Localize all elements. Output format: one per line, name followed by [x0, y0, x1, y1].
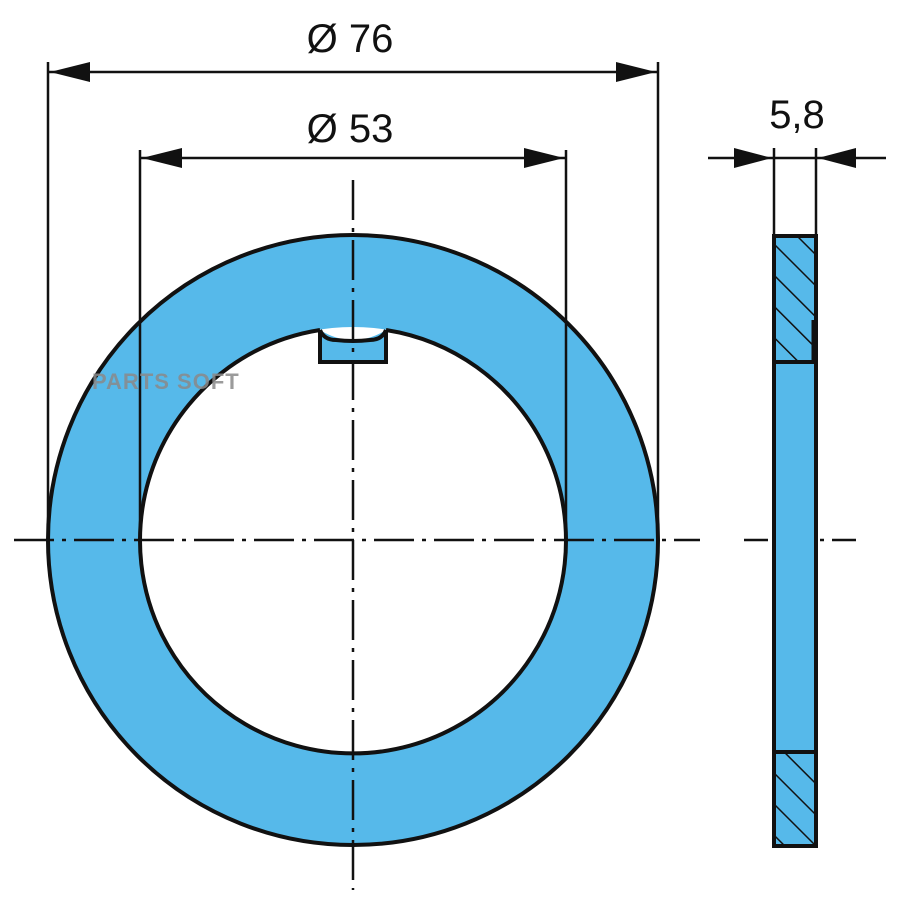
thickness-label: 5,8 — [769, 93, 825, 137]
thickness-dimension — [708, 148, 886, 236]
side-view-section — [772, 234, 818, 848]
outer-diameter-label: Ø 76 — [307, 17, 394, 61]
inner-diameter-dimension — [138, 148, 568, 540]
watermark: PARTS SOFT — [92, 369, 240, 394]
outer-diameter-dimension — [46, 62, 660, 540]
inner-diameter-label: Ø 53 — [307, 107, 394, 151]
